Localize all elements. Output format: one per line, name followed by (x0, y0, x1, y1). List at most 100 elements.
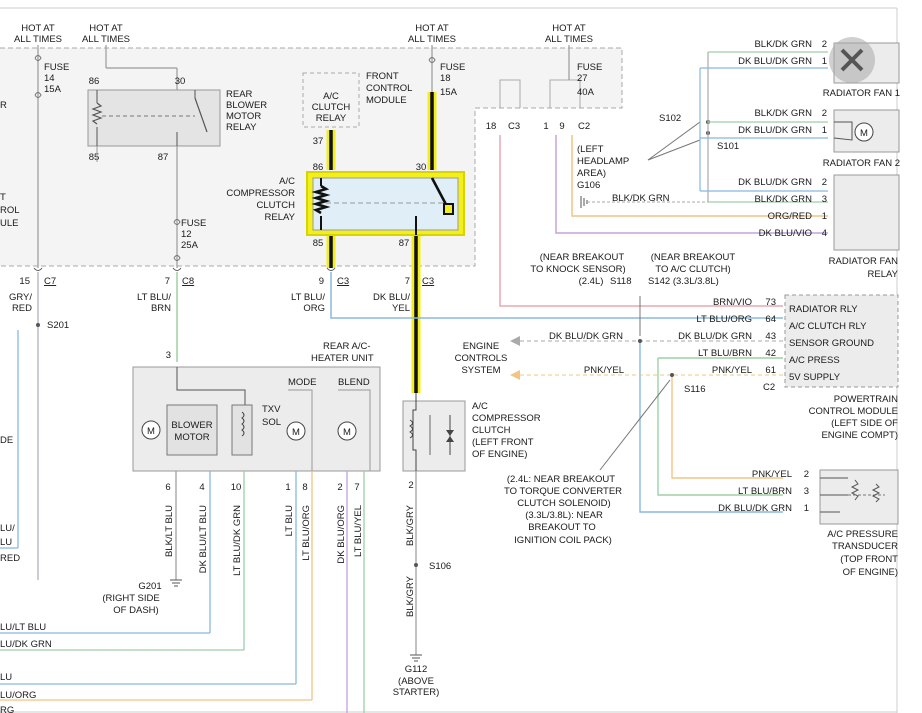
fuse-18-label: FUSE 18 15A (440, 62, 465, 98)
svg-text:OF DASH): OF DASH) (113, 605, 158, 616)
svg-text:CONTROL: CONTROL (366, 83, 412, 94)
splice-s118: S118 (610, 276, 631, 287)
close-button[interactable] (829, 37, 875, 83)
svg-text:(2.4L): (2.4L) (579, 276, 604, 287)
svg-text:61: 61 (765, 365, 776, 376)
svg-text:(LEFT FRONT: (LEFT FRONT (472, 437, 534, 448)
svg-text:LT BLU/: LT BLU/ (137, 292, 171, 303)
fan1-wires: BLK/DK GRN 2 DK BLU/DK GRN 1 (738, 39, 827, 67)
ground-icon (410, 654, 422, 662)
motor-icon (286, 421, 306, 441)
svg-text:C2: C2 (763, 382, 775, 393)
svg-text:1: 1 (822, 125, 827, 136)
svg-text:LT BLU/ORG: LT BLU/ORG (301, 505, 312, 561)
transducer-label: A/C PRESSURE TRANSDUCER (TOP FRONT OF EN… (827, 529, 898, 578)
svg-text:7: 7 (165, 276, 170, 287)
svg-text:ENGINE COMPT): ENGINE COMPT) (821, 430, 898, 441)
blower-motor-label: BLOWER MOTOR (171, 420, 212, 443)
svg-text:FRONT: FRONT (366, 71, 399, 82)
svg-text:18: 18 (440, 73, 451, 84)
svg-text:HOT AT: HOT AT (21, 23, 55, 34)
svg-text:7: 7 (354, 482, 359, 493)
svg-text:25A: 25A (181, 240, 199, 251)
svg-text:M: M (147, 426, 155, 437)
svg-text:LT BLU/YEL: LT BLU/YEL (353, 505, 364, 557)
motor-icon (854, 122, 874, 142)
left-edge-labels: R T ROL ULE DE LU/ LU RED LU/LT BLU LU/D… (0, 100, 52, 713)
svg-text:RELAY: RELAY (316, 113, 347, 124)
svg-text:9: 9 (559, 121, 564, 132)
svg-text:DK BLU/LT BLU: DK BLU/LT BLU (198, 505, 209, 573)
ground-g201-label: G201 (RIGHT SIDE OF DASH) (102, 581, 161, 616)
svg-text:2: 2 (337, 482, 342, 493)
svg-text:PNK/YEL: PNK/YEL (712, 365, 752, 376)
svg-text:LU/: LU/ (0, 523, 15, 534)
compressor-clutch-relay-label: A/C COMPRESSOR CLUTCH RELAY (226, 176, 295, 223)
svg-text:C7: C7 (44, 276, 56, 287)
svg-text:POWERTRAIN: POWERTRAIN (834, 394, 898, 405)
svg-text:DK BLU/DK GRN: DK BLU/DK GRN (738, 56, 812, 67)
svg-text:15A: 15A (44, 84, 62, 95)
svg-text:HEADLAMP: HEADLAMP (577, 156, 629, 167)
svg-text:1: 1 (822, 56, 827, 67)
svg-text:ORG: ORG (303, 303, 325, 314)
svg-text:A/C PRESS: A/C PRESS (789, 355, 840, 366)
svg-text:AREA): AREA) (577, 168, 606, 179)
svg-text:BLOWER: BLOWER (226, 100, 267, 111)
svg-text:TXV: TXV (262, 404, 281, 415)
svg-text:C3: C3 (337, 276, 349, 287)
svg-text:GRY/: GRY/ (9, 292, 32, 303)
svg-text:A/C PRESSURE: A/C PRESSURE (827, 529, 898, 540)
ecs-wire-1: DK BLU/DK GRN (549, 331, 623, 342)
svg-text:COMPRESSOR: COMPRESSOR (226, 188, 295, 199)
svg-text:(RIGHT SIDE: (RIGHT SIDE (102, 593, 159, 604)
fan-relay-wires: DK BLU/DK GRN 2 BLK/DK GRN 3 ORG/RED 1 D… (738, 177, 827, 239)
svg-text:12: 12 (181, 229, 192, 240)
svg-text:(ABOVE: (ABOVE (398, 676, 434, 687)
radiator-fan-relay (833, 174, 900, 251)
svg-text:(3.3L/3.8L): NEAR: (3.3L/3.8L): NEAR (525, 510, 603, 521)
radiator-fan-2-label: RADIATOR FAN 2 (823, 158, 900, 169)
svg-text:S102: S102 (659, 113, 681, 124)
svg-text:OF ENGINE): OF ENGINE) (472, 449, 527, 460)
svg-text:BRN: BRN (151, 303, 171, 314)
svg-text:OF ENGINE): OF ENGINE) (843, 567, 898, 578)
svg-text:(2.4L: NEAR BREAKOUT: (2.4L: NEAR BREAKOUT (507, 474, 615, 485)
close-icon (840, 48, 864, 72)
svg-text:ROL: ROL (0, 205, 20, 216)
ground-icon (170, 579, 182, 587)
splice-s116: S116 (684, 384, 705, 395)
fuse-14-label: FUSE 14 15A (44, 62, 69, 95)
svg-text:LU: LU (0, 672, 12, 683)
svg-text:C2: C2 (578, 121, 590, 132)
svg-text:LT BLU/BRN: LT BLU/BRN (698, 348, 752, 359)
svg-text:TO KNOCK SENSOR): TO KNOCK SENSOR) (530, 264, 625, 275)
pcm-wires: BRN/VIO 73 LT BLU/ORG 64 DK BLU/DK GRN 4… (678, 297, 874, 383)
svg-text:3: 3 (166, 350, 171, 361)
svg-text:TRANSDUCER: TRANSDUCER (832, 541, 898, 552)
svg-text:40A: 40A (577, 87, 595, 98)
svg-text:64: 64 (765, 314, 776, 325)
connector-c7: 15 C7 (19, 267, 56, 287)
ground-g106-label: (LEFT HEADLAMP AREA) G106 (577, 144, 629, 191)
svg-text:6: 6 (165, 482, 170, 493)
tcc-breakout-note: (2.4L: NEAR BREAKOUT TO TORQUE CONVERTER… (504, 474, 622, 546)
svg-text:1: 1 (543, 121, 548, 132)
blend-label: BLEND (338, 377, 370, 388)
svg-text:ORG/RED: ORG/RED (768, 211, 812, 222)
svg-text:SENSOR GROUND: SENSOR GROUND (789, 338, 874, 349)
svg-text:BLK/DK GRN: BLK/DK GRN (754, 39, 812, 50)
heater-pin-labels: 6 4 10 1 8 2 7 (165, 482, 359, 493)
svg-text:S101: S101 (717, 141, 739, 152)
svg-text:15A: 15A (440, 87, 458, 98)
svg-text:LU/DK GRN: LU/DK GRN (0, 639, 52, 650)
svg-text:LU/LT BLU: LU/LT BLU (0, 622, 46, 633)
connector-c3-a: 9 C3 (319, 267, 349, 287)
svg-text:DK BLU/: DK BLU/ (373, 292, 410, 303)
svg-text:S201: S201 (47, 320, 69, 331)
svg-text:ULE: ULE (0, 218, 18, 229)
svg-text:BRN/VIO: BRN/VIO (713, 297, 752, 308)
svg-text:1: 1 (822, 211, 827, 222)
svg-text:ALL TIMES: ALL TIMES (14, 34, 62, 45)
